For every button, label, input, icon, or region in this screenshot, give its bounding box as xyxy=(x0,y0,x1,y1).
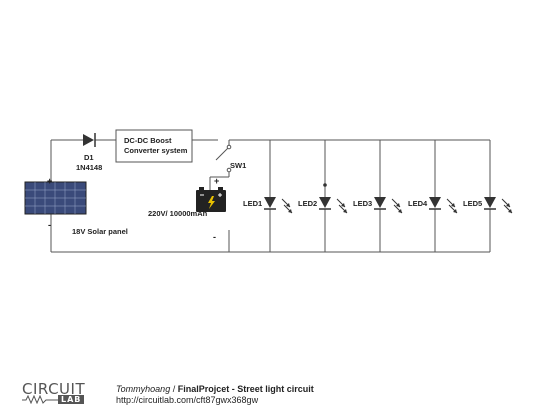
switch-label: SW1 xyxy=(230,161,246,170)
led-label: LED3 xyxy=(353,199,372,208)
led-label: LED2 xyxy=(298,199,317,208)
led-label: LED1 xyxy=(243,199,262,208)
junction-dots xyxy=(323,183,327,187)
led-symbol xyxy=(429,197,458,214)
footer: CIRCUIT LAB Tommyhoang / FinalProjcet - … xyxy=(0,382,540,405)
converter-label-line1: DC-DC Boost xyxy=(124,136,172,145)
battery-plus-sign: + xyxy=(214,176,219,186)
solar-minus-sign: - xyxy=(48,220,51,230)
circuit-title[interactable]: FinalProjcet - Street light circuit xyxy=(177,384,314,394)
diode-symbol xyxy=(83,133,96,147)
converter-box xyxy=(115,129,193,163)
converter-label-line2: Converter system xyxy=(124,146,188,155)
led-symbol xyxy=(264,197,293,214)
led-label: LED4 xyxy=(408,199,428,208)
author-name[interactable]: Tommyhoang xyxy=(116,384,171,394)
logo-wave-icon xyxy=(22,395,58,404)
solar-label: 18V Solar panel xyxy=(72,227,128,236)
led-symbol xyxy=(319,197,348,214)
led-symbol xyxy=(374,197,403,214)
circuit-url[interactable]: http://circuitlab.com/cft87gwx368gw xyxy=(116,395,259,405)
diode-part-label: 1N4148 xyxy=(76,163,102,172)
circuit-schematic: D1 1N4148 DC-DC Boost Converter system S… xyxy=(24,129,513,253)
logo-text-bottom: LAB xyxy=(58,395,85,404)
wires xyxy=(50,139,491,253)
switch-contacts xyxy=(226,144,232,173)
battery-minus-sign: - xyxy=(213,232,216,242)
led-label: LED5 xyxy=(463,199,482,208)
solar-panel-icon xyxy=(24,181,87,215)
circuitlab-logo: CIRCUIT LAB xyxy=(22,382,104,405)
footer-title-line: Tommyhoang / FinalProjcet - Street light… xyxy=(116,384,314,394)
diode-name-label: D1 xyxy=(84,153,94,162)
led-symbol xyxy=(484,197,513,214)
solar-plus-sign: + xyxy=(47,176,52,186)
battery-icon xyxy=(196,187,226,212)
title-separator: / xyxy=(170,384,178,394)
led-array: LED1 LED2 LED3 LED4 LED5 xyxy=(243,197,513,214)
battery-label: 220V/ 10000mAh xyxy=(148,209,208,218)
logo-text-top: CIRCUIT xyxy=(22,380,86,398)
